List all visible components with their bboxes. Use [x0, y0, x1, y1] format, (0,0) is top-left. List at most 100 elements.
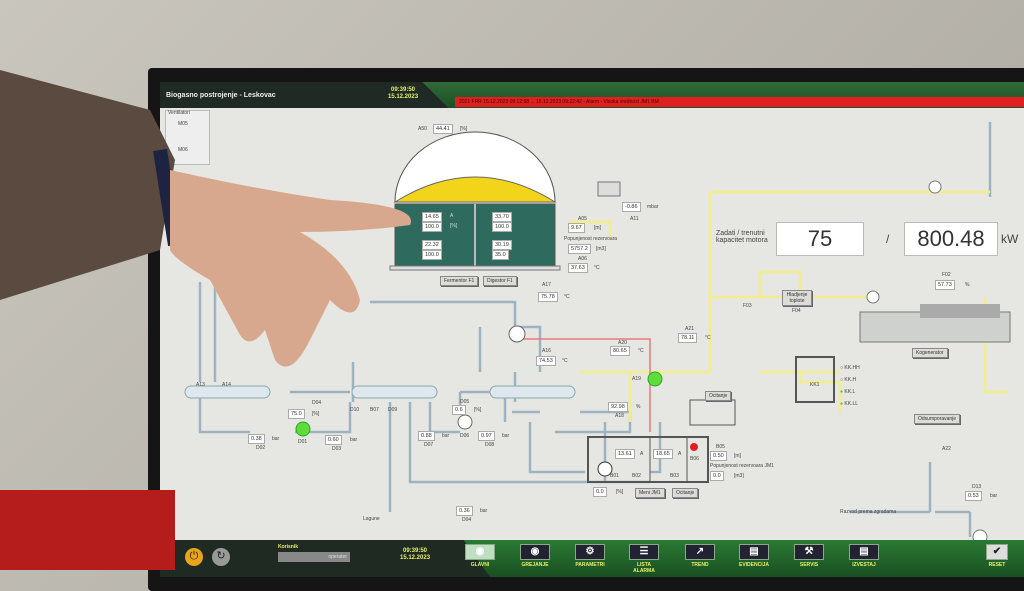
nav-parametri[interactable]: ⚙PARAMETRI [572, 544, 608, 568]
unit-pct: [%] [450, 223, 458, 229]
tag-a14: A14 [222, 382, 231, 388]
tag-d04: D04 [462, 517, 472, 523]
lagoon-label: Lagune [363, 516, 380, 522]
unit-d01: [%] [312, 411, 320, 417]
value-d05: 0.6 [452, 405, 466, 415]
value-d13: 0.53 [965, 491, 982, 501]
home-icon: ◉ [465, 544, 495, 560]
gas-meter-icon [866, 290, 880, 304]
motor-actual-value: 800.48 [904, 222, 998, 256]
unit-a20: °C [638, 348, 644, 354]
unit-b02: A [640, 451, 644, 457]
value-d08: 0.97 [478, 431, 495, 441]
tag-a11: A11 [630, 216, 639, 222]
nav-izvestaj[interactable]: ▤IZVESTAJ [846, 544, 882, 568]
unit-a: A [450, 213, 454, 219]
app-title: Biogasno postrojenje - Leskovac [166, 92, 276, 99]
unit-b03: A [678, 451, 682, 457]
fermentor-f1-button[interactable]: Fermentor F1 [440, 276, 479, 286]
alarm-list-icon: ☰ [629, 544, 659, 560]
mixer-4-current: 30.19 [492, 240, 512, 250]
unit-b05: [m] [734, 453, 741, 459]
cogenerator-button[interactable]: Kogenerator [912, 348, 948, 358]
nav-label: GREJANJE [521, 562, 549, 568]
unit-a05: [m] [594, 225, 601, 231]
nav-servis[interactable]: ⚒SERVIS [791, 544, 827, 568]
unit-a16: °C [562, 358, 568, 364]
nav-glavni[interactable]: ◉ GLAVNI [462, 544, 498, 568]
value-b05: 0.50 [710, 451, 727, 461]
tag-f03: F03 [743, 303, 752, 309]
jm1-reading-button[interactable]: Ocitanje [672, 488, 699, 498]
fan-m05[interactable]: M05 [178, 121, 188, 127]
value-a05: 9.67 [568, 223, 585, 233]
tag-d03: D03 [332, 446, 342, 452]
header-tank-2 [351, 385, 438, 399]
unit-f02: % [965, 282, 970, 288]
menu-jm1-button[interactable]: Meni JM1 [635, 488, 665, 498]
alarm-banner[interactable]: 2021 FRR 15.12.2023 09:12:58 ... 15.12.2… [455, 97, 1024, 107]
value-jm1-pct: 0.0 [593, 487, 607, 497]
tag-d06: D06 [460, 433, 470, 439]
sleeve [0, 70, 175, 300]
value-d02: 0.38 [248, 434, 265, 444]
gas-filter-icon [597, 181, 621, 197]
unit-jm1-pct: [%] [616, 489, 624, 495]
unit-d07: bar [442, 433, 450, 439]
unit-jm1-fill: [m3] [734, 473, 744, 479]
nav-trend[interactable]: ↗TREND [682, 544, 718, 568]
heat-cooling-button[interactable]: Hladjenje toplote [782, 290, 812, 306]
value-a18: 92.98 [608, 402, 628, 412]
tank-fill-label: Popunjenost rezervoara [564, 236, 618, 242]
mixer-3-current: 22.32 [422, 240, 442, 250]
tag-b06: B06 [690, 456, 699, 462]
indicator-kk-l-label: KK.L [844, 389, 856, 395]
tag-b07: B07 [370, 407, 379, 413]
nav-evidencija[interactable]: ▤EVIDENCIJA [736, 544, 772, 568]
refresh-icon[interactable]: ↻ [212, 548, 230, 566]
indicator-kk-l: ● KK.L [840, 389, 856, 395]
motor-unit: kW [1001, 232, 1019, 246]
pump-d01-icon[interactable] [295, 421, 311, 437]
nav-grejanje[interactable]: ◉ GREJANJE [517, 544, 553, 568]
tag-f04: F04 [792, 308, 801, 314]
footer-date: 15.12.2023 [400, 555, 431, 561]
nav-label: EVIDENCIJA [738, 562, 769, 568]
motor-capacity-label: Zadati / trenutni kapacitet motora [716, 230, 768, 244]
value-a21: 78.11 [678, 333, 698, 343]
value-d01-speed: 75.0 [288, 409, 305, 419]
digestor-f1-button[interactable]: Digestor F1 [483, 276, 517, 286]
indicator-kk-ll-label: KK.LL [844, 401, 859, 407]
nav-label: GLAVNI [470, 562, 490, 568]
fan-m06[interactable]: M06 [178, 147, 188, 153]
gas-pressure-unit: mbar [647, 204, 659, 210]
reset-button[interactable]: ✔RESET [982, 544, 1012, 568]
motor-setpoint-value[interactable]: 75 [776, 222, 864, 256]
power-icon[interactable]: ⏻ [185, 548, 203, 566]
tag-a17: A17 [542, 282, 551, 288]
tag-b02: B02 [632, 473, 641, 479]
pump-a19-icon[interactable] [647, 371, 663, 387]
red-device [0, 490, 175, 570]
user-field[interactable]: operater [278, 552, 350, 562]
unit-a18: % [636, 404, 641, 410]
fan-d06-icon[interactable] [457, 414, 473, 430]
user-label: Korisnik [278, 544, 299, 550]
conveyor-reading-button[interactable]: Ocitanje [705, 391, 732, 401]
tag-a20: A20 [618, 340, 627, 346]
tank-fill-unit: [m3] [596, 246, 606, 252]
nav-lista-alarma[interactable]: ☰LISTA ALARMA [626, 544, 662, 574]
motor-separator: / [886, 232, 890, 246]
pump-b01-icon[interactable] [597, 461, 613, 477]
tag-d10: D10 [350, 407, 360, 413]
hand [170, 170, 411, 367]
desulfurization-button[interactable]: Odsumporavanje [914, 414, 961, 424]
unit-a21: °C [705, 335, 711, 341]
eye-icon: ◉ [520, 544, 550, 560]
footer-time: 09:39:50 [403, 548, 428, 554]
tank-fill-value: 5757.2 [568, 244, 591, 254]
service-icon: ⚒ [794, 544, 824, 560]
tag-a21: A21 [685, 326, 694, 332]
unit-d04: bar [480, 508, 488, 514]
